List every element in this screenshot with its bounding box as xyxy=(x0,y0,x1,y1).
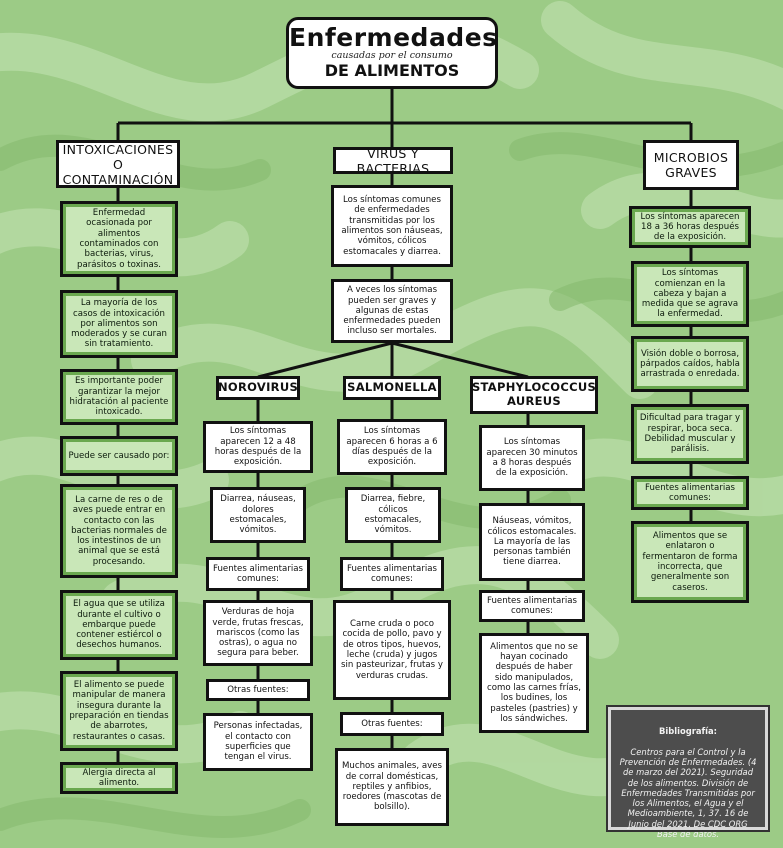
right-item: Dificultad para tragar y respirar, boca … xyxy=(631,404,749,464)
title-box: Enfermedades causadas por el consumo DE … xyxy=(286,17,498,89)
bibliography-heading: Bibliografía: xyxy=(658,726,718,737)
title-main: Enfermedades xyxy=(289,23,498,52)
left-item: Es importante poder garantizar la mejor … xyxy=(60,369,178,425)
left-item: Puede ser causado por: xyxy=(60,436,178,476)
salmonella-item: Fuentes alimentarias comunes: xyxy=(340,557,444,591)
pathogen-staphylococcus: STAPHYLOCOCCUS AUREUS xyxy=(470,376,598,414)
staph-item: Alimentos que no se hayan cocinado despu… xyxy=(479,633,589,733)
salmonella-item: Muchos animales, aves de corral doméstic… xyxy=(335,748,449,826)
pathogen-salmonella: SALMONELLA xyxy=(343,376,441,400)
left-item: La mayoría de los casos de intoxicación … xyxy=(60,290,178,358)
bibliography-text: Centros para el Control y la Prevención … xyxy=(619,746,757,839)
left-item: Enfermedad ocasionada por alimentos cont… xyxy=(60,201,178,277)
pathogen-norovirus: NOROVIRUS xyxy=(216,376,300,400)
right-item: Los síntomas comienzan en la cabeza y ba… xyxy=(631,261,749,327)
staph-item: Fuentes alimentarias comunes: xyxy=(479,590,585,622)
right-item: Visión doble o borrosa, párpados caídos,… xyxy=(631,336,749,392)
norovirus-item: Personas infectadas, el contacto con sup… xyxy=(203,713,313,771)
salmonella-item: Los síntomas aparecen 6 horas a 6 días d… xyxy=(337,419,447,475)
center-item: A veces los síntomas pueden ser graves y… xyxy=(331,279,453,343)
norovirus-item: Otras fuentes: xyxy=(206,679,310,701)
category-microbios-graves: MICROBIOS GRAVES xyxy=(643,140,739,190)
bibliography-box: Bibliografía: Centros para el Control y … xyxy=(606,705,770,839)
left-item: El alimento se puede manipular de manera… xyxy=(60,671,178,751)
left-item: Alergia directa al alimento. xyxy=(60,762,178,794)
center-item: Los síntomas comunes de enfermedades tra… xyxy=(331,185,453,267)
norovirus-item: Los síntomas aparecen 12 a 48 horas desp… xyxy=(203,421,313,473)
norovirus-item: Verduras de hoja verde, frutas frescas, … xyxy=(203,600,313,666)
staph-item: Náuseas, vómitos, cólicos estomacales. L… xyxy=(479,503,585,581)
norovirus-item: Diarrea, náuseas, dolores estomacales, v… xyxy=(210,487,306,543)
norovirus-item: Fuentes alimentarias comunes: xyxy=(206,557,310,591)
title-subtitle: causadas por el consumo xyxy=(331,50,453,61)
category-virus-bacterias: VIRUS Y BACTERIAS xyxy=(333,146,453,176)
salmonella-item: Otras fuentes: xyxy=(340,712,444,736)
right-item: Alimentos que se enlataron o fermentaron… xyxy=(631,521,749,603)
category-intoxicaciones: INTOXICACIONES O CONTAMINACIÓN xyxy=(56,140,180,188)
salmonella-item: Carne cruda o poco cocida de pollo, pavo… xyxy=(333,600,451,700)
right-item: Fuentes alimentarias comunes: xyxy=(631,476,749,510)
left-item: La carne de res o de aves puede entrar e… xyxy=(60,484,178,578)
salmonella-item: Diarrea, fiebre, cólicos estomacales, vó… xyxy=(345,487,441,543)
staph-item: Los síntomas aparecen 30 minutos a 8 hor… xyxy=(479,425,585,491)
title-foods: DE ALIMENTOS xyxy=(324,61,460,80)
left-item: El agua que se utiliza durante el cultiv… xyxy=(60,590,178,660)
right-item: Los síntomas aparecen 18 a 36 horas desp… xyxy=(629,206,751,248)
